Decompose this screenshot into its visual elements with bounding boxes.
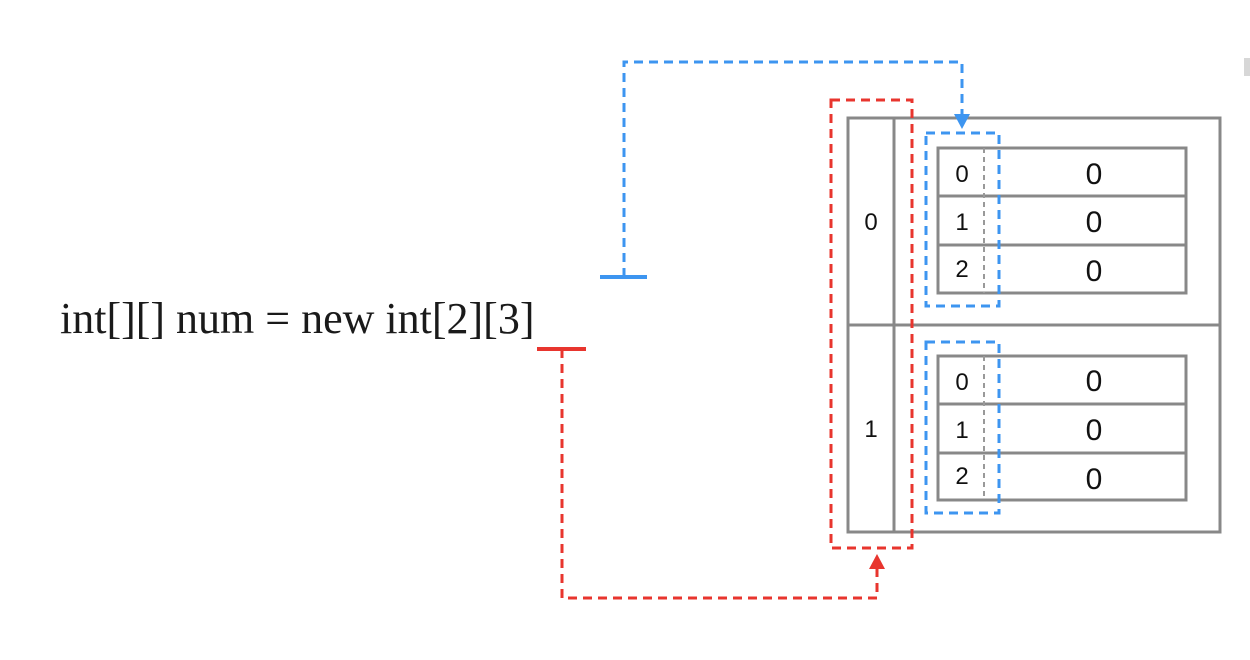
inner-array-1-index-1: 1 xyxy=(955,417,968,444)
rows-pointer-arrow-icon xyxy=(869,554,885,569)
code-dim-rows: [2] xyxy=(432,294,483,343)
inner-array-1-index-2: 2 xyxy=(955,463,968,490)
inner-array-0: 0 1 2 0 0 0 xyxy=(936,146,1188,295)
inner-array-1-value-2: 0 xyxy=(1086,463,1103,496)
inner-array-1: 0 1 2 0 0 0 xyxy=(936,354,1188,502)
code-dim-cols: [3] xyxy=(483,294,534,343)
inner-array-1-index-0: 0 xyxy=(955,369,968,396)
columns-pointer xyxy=(600,60,970,279)
rows-pointer-line xyxy=(560,349,879,600)
code-declaration: int[][] num = new int[2][3] xyxy=(60,294,534,343)
rows-highlight xyxy=(829,98,914,550)
outer-array: 0 1 xyxy=(846,116,1222,534)
columns-highlight-0 xyxy=(924,131,1001,308)
inner-array-0-frame xyxy=(936,146,1188,295)
inner-array-0-index-1: 1 xyxy=(955,209,968,236)
inner-array-1-value-1: 0 xyxy=(1086,414,1103,447)
columns-highlight-1 xyxy=(924,340,1001,515)
columns-pointer-arrow-icon xyxy=(954,114,970,129)
edge-mark xyxy=(1244,58,1250,76)
inner-array-0-value-2: 0 xyxy=(1086,255,1103,288)
code-prefix: int[][] num = new int xyxy=(60,294,432,343)
rows-pointer xyxy=(537,347,885,600)
inner-array-0-value-0: 0 xyxy=(1086,158,1103,191)
inner-array-0-index-2: 2 xyxy=(955,256,968,283)
inner-array-0-index-0: 0 xyxy=(955,161,968,188)
inner-array-1-frame xyxy=(936,354,1188,502)
inner-array-0-value-1: 0 xyxy=(1086,206,1103,239)
columns-pointer-line xyxy=(622,60,964,277)
outer-index-1: 1 xyxy=(864,416,877,443)
outer-index-0: 0 xyxy=(864,209,877,236)
inner-array-1-value-0: 0 xyxy=(1086,365,1103,398)
